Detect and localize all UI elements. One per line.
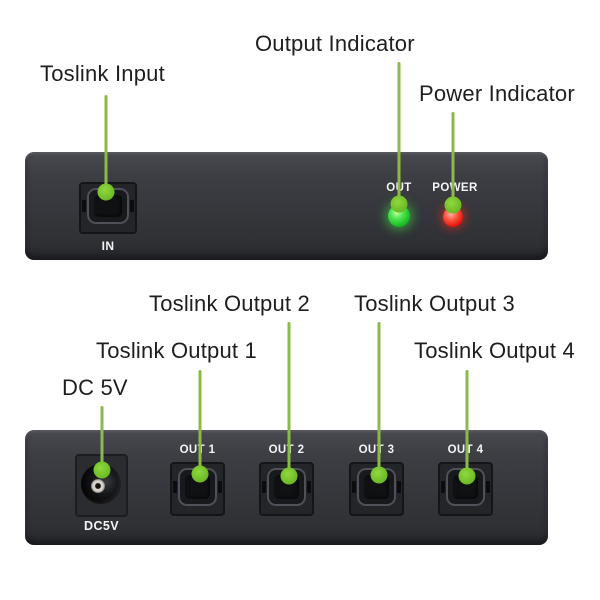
callout-dot-toslink-output-3 <box>370 466 388 484</box>
callout-line-output-indicator <box>397 62 401 197</box>
callout-dot-toslink-input <box>97 183 115 201</box>
label-output-indicator: Output Indicator <box>255 31 415 56</box>
label-toslink-output-3: Toslink Output 3 <box>354 291 515 316</box>
callout-line-toslink-input <box>104 95 108 185</box>
label-toslink-output-2: Toslink Output 2 <box>149 291 310 316</box>
power-led-label: POWER <box>432 182 478 194</box>
dc-jack-pin <box>91 479 105 493</box>
callout-dot-toslink-output-1 <box>191 465 209 483</box>
input-port-label: IN <box>101 239 115 253</box>
toslink-port-tab-left <box>82 200 86 212</box>
toslink-port-tab-right <box>397 481 401 493</box>
callout-dot-power-indicator <box>444 196 462 214</box>
callout-line-toslink-output-3 <box>377 322 381 468</box>
toslink-port-tab-left <box>173 481 177 493</box>
port-label-out4: OUT 4 <box>447 444 484 456</box>
toslink-port-tab-right <box>486 481 490 493</box>
dc-jack-label: DC5V <box>84 519 119 533</box>
callout-dot-toslink-output-2 <box>280 467 298 485</box>
callout-line-power-indicator <box>451 112 455 199</box>
toslink-port-tab-right <box>130 200 134 212</box>
toslink-port-opening <box>94 195 122 217</box>
toslink-port-tab-right <box>307 481 311 493</box>
front-panel: IN OUT POWER <box>25 152 548 260</box>
callout-dot-output-indicator <box>390 195 408 213</box>
label-toslink-output-4: Toslink Output 4 <box>414 338 575 363</box>
callout-dot-toslink-output-4 <box>458 467 476 485</box>
callout-line-dc-5v <box>100 406 104 464</box>
toslink-port-tab-left <box>262 481 266 493</box>
callout-line-toslink-output-1 <box>198 370 202 468</box>
port-label-out2: OUT 2 <box>268 444 305 456</box>
port-label-out3: OUT 3 <box>358 444 395 456</box>
label-toslink-input: Toslink Input <box>40 61 165 86</box>
label-power-indicator: Power Indicator <box>419 81 575 106</box>
label-dc-5v: DC 5V <box>62 375 128 400</box>
callout-line-toslink-output-2 <box>287 322 291 469</box>
callout-line-toslink-output-4 <box>465 370 469 469</box>
toslink-port-tab-left <box>441 481 445 493</box>
toslink-port-tab-left <box>352 481 356 493</box>
callout-dot-dc-5v <box>93 461 111 479</box>
port-label-out1: OUT 1 <box>179 444 216 456</box>
toslink-port-tab-right <box>218 481 222 493</box>
label-toslink-output-1: Toslink Output 1 <box>96 338 257 363</box>
